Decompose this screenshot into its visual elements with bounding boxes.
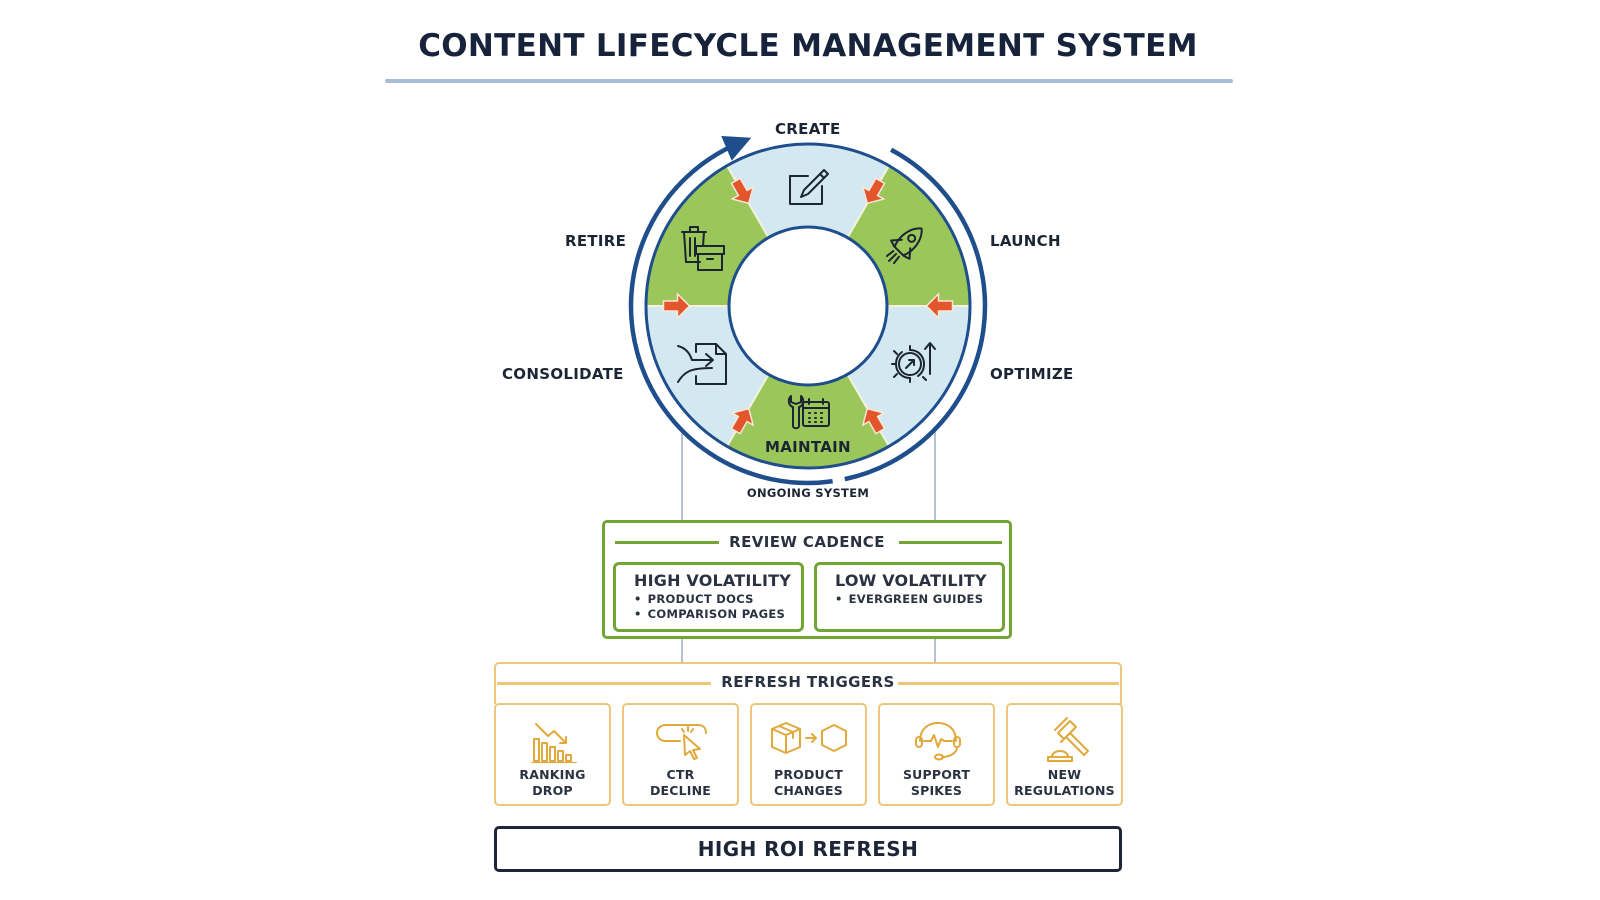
trigger-card-product-changes: PRODUCT CHANGES bbox=[750, 703, 867, 806]
trigger-label: SUPPORT SPIKES bbox=[880, 767, 993, 799]
trigger-label-line1: CTR bbox=[666, 767, 695, 782]
connector-line-right bbox=[934, 430, 936, 520]
ongoing-system-caption: ONGOING SYSTEM bbox=[746, 486, 870, 500]
ring-outer-border bbox=[644, 142, 972, 470]
ring-inner-border bbox=[727, 225, 889, 387]
high-volatility-item: COMPARISON PAGES bbox=[634, 607, 801, 622]
stage-label-consolidate: CONSOLIDATE bbox=[502, 365, 624, 383]
gear-growth-icon bbox=[891, 342, 936, 383]
stage-label-retire: RETIRE bbox=[565, 232, 627, 250]
refresh-triggers-title: REFRESH TRIGGERS bbox=[721, 673, 895, 691]
connector-line-left bbox=[681, 430, 683, 520]
trigger-label-line1: PRODUCT bbox=[773, 767, 844, 782]
connector-line-right-lower bbox=[934, 639, 936, 663]
trigger-label: NEW REGULATIONS bbox=[1008, 767, 1121, 799]
flow-arrow-icon bbox=[662, 292, 691, 320]
high-volatility-box: HIGH VOLATILITY PRODUCT DOCS COMPARISON … bbox=[613, 562, 804, 632]
trigger-card-ctr-decline: CTR DECLINE bbox=[622, 703, 739, 806]
cycle-arc-right bbox=[844, 147, 988, 482]
trigger-label-line1: RANKING bbox=[519, 767, 586, 782]
trigger-label-line2: REGULATIONS bbox=[1014, 783, 1115, 798]
flow-arrow-icon bbox=[861, 177, 886, 205]
high-volatility-title: HIGH VOLATILITY bbox=[634, 571, 791, 590]
trigger-label-line2: CHANGES bbox=[774, 783, 843, 798]
box-transform-icon bbox=[771, 722, 847, 754]
diagram-title: CONTENT LIFECYCLE MANAGEMENT SYSTEM bbox=[418, 28, 1198, 64]
trigger-card-new-regulations: NEW REGULATIONS bbox=[1006, 703, 1123, 806]
trigger-label: PRODUCT CHANGES bbox=[752, 767, 865, 799]
review-cadence-header: REVIEW CADENCE bbox=[605, 531, 1009, 551]
refresh-triggers-panel: REFRESH TRIGGERS RANKING DROP CTR DECLIN… bbox=[494, 662, 1123, 807]
wrench-calendar-icon bbox=[787, 395, 830, 430]
gavel-icon bbox=[1047, 717, 1089, 762]
trigger-label-line2: DROP bbox=[532, 783, 573, 798]
headset-pulse-icon bbox=[915, 722, 961, 761]
title-divider bbox=[385, 79, 1233, 83]
trigger-label-line2: DECLINE bbox=[649, 783, 712, 798]
trigger-label-line1: SUPPORT bbox=[902, 767, 971, 782]
low-volatility-title: LOW VOLATILITY bbox=[835, 571, 987, 590]
cursor-click-icon bbox=[656, 724, 707, 760]
header-rule-right bbox=[899, 541, 1002, 544]
review-cadence-panel: REVIEW CADENCE HIGH VOLATILITY PRODUCT D… bbox=[602, 520, 1012, 639]
refresh-triggers-frame bbox=[494, 662, 1122, 704]
stage-label-launch: LAUNCH bbox=[990, 232, 1061, 250]
high-volatility-item: PRODUCT DOCS bbox=[634, 592, 801, 607]
flow-arrow-icon bbox=[730, 177, 755, 205]
trigger-card-support-spikes: SUPPORT SPIKES bbox=[878, 703, 995, 806]
edit-pencil-icon bbox=[789, 169, 829, 205]
trigger-label: RANKING DROP bbox=[496, 767, 609, 799]
high-roi-refresh-banner: HIGH ROI REFRESH bbox=[494, 826, 1122, 872]
connector-line-left-lower bbox=[681, 639, 683, 663]
cycle-arc-left bbox=[628, 135, 833, 486]
stage-label-maintain: MAINTAIN bbox=[765, 438, 851, 456]
rocket-icon bbox=[885, 227, 923, 265]
flow-arrow-icon bbox=[730, 407, 755, 435]
stage-label-optimize: OPTIMIZE bbox=[990, 365, 1074, 383]
merge-document-icon bbox=[677, 343, 727, 385]
low-volatility-item: EVERGREEN GUIDES bbox=[835, 592, 1002, 607]
low-volatility-box: LOW VOLATILITY EVERGREEN GUIDES bbox=[814, 562, 1005, 632]
flow-arrow-icon bbox=[925, 292, 954, 320]
header-rule-right bbox=[898, 682, 1119, 685]
trigger-label-line2: SPIKES bbox=[910, 783, 963, 798]
declining-bar-chart-icon bbox=[531, 723, 577, 763]
trigger-label: CTR DECLINE bbox=[624, 767, 737, 799]
flow-arrow-icon bbox=[861, 407, 886, 435]
trigger-label-line1: NEW bbox=[1047, 767, 1082, 782]
review-cadence-title: REVIEW CADENCE bbox=[729, 533, 885, 551]
trigger-card-ranking-drop: RANKING DROP bbox=[494, 703, 611, 806]
header-rule-left bbox=[615, 541, 719, 544]
header-rule-left bbox=[497, 682, 711, 685]
trash-archive-icon bbox=[681, 226, 725, 271]
stage-label-create: CREATE bbox=[775, 120, 841, 138]
